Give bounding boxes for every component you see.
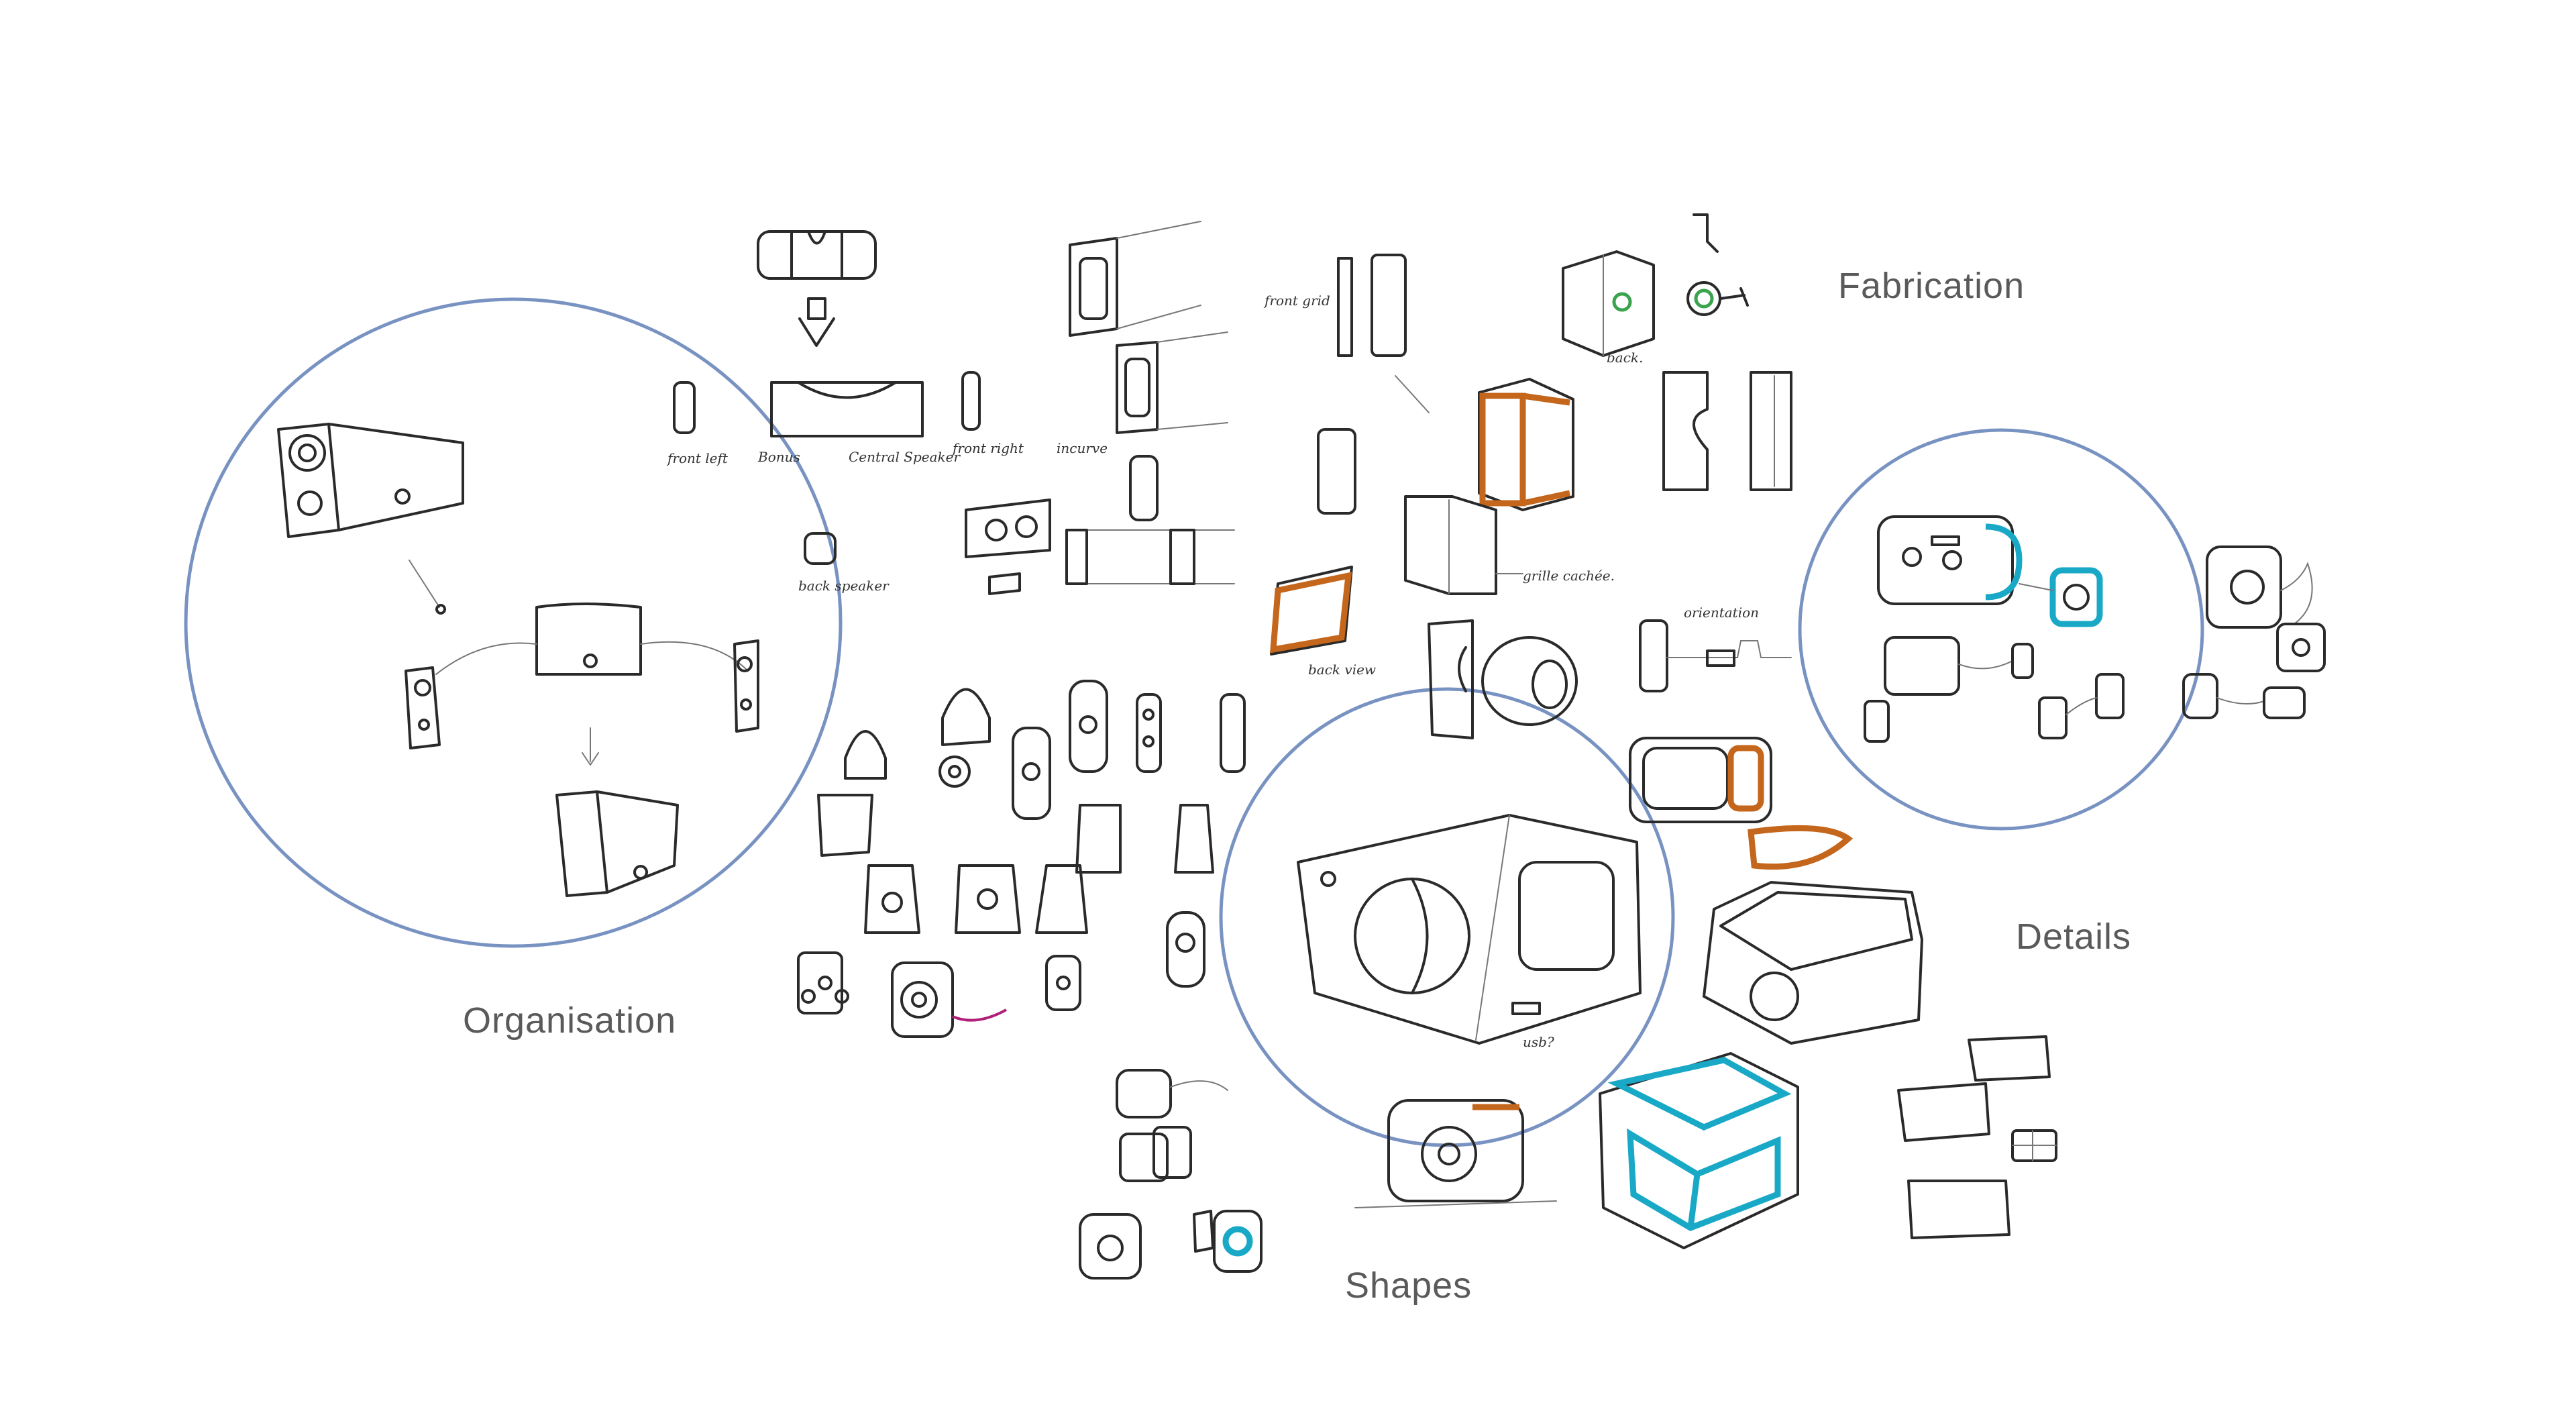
note-orientation: orientation <box>1684 605 1759 621</box>
note-incurve: incurve <box>1057 440 1108 456</box>
note-grille-cachee: grille cachée. <box>1523 568 1615 584</box>
note-central-speaker: Central Speaker <box>849 449 961 465</box>
note-back: back. <box>1607 350 1643 366</box>
organisation-circle <box>184 297 843 948</box>
label-fabrication: Fabrication <box>1838 266 2025 306</box>
note-front-right: front right <box>951 440 1024 456</box>
mid-right-sketches: orientation <box>1428 605 1923 1045</box>
shape-sketches <box>797 680 1246 1038</box>
note-back-speaker: back speaker <box>798 578 890 594</box>
incurve-sketches: incurve <box>965 221 1235 595</box>
label-details: Details <box>2016 917 2132 957</box>
note-front-left: front left <box>666 450 729 466</box>
details-circle <box>1798 428 2204 831</box>
note-bonus: Bonus <box>757 449 800 465</box>
note-usb: usb? <box>1523 1034 1554 1050</box>
details-sketches <box>1864 515 2326 743</box>
shapes-circle <box>1219 687 1675 1147</box>
organisation-sketches <box>277 423 759 897</box>
note-back-view: back view <box>1308 662 1376 678</box>
label-organisation: Organisation <box>463 1000 677 1041</box>
central-speaker-sketches: front left Bonus Central Speaker front r… <box>666 230 1024 594</box>
fabrication-sketches: front grid back. grille cachée. back vie… <box>1263 213 1792 678</box>
bottom-sketches <box>1079 1035 2057 1280</box>
note-front-grid: front grid <box>1263 293 1330 309</box>
shapes-hero-sketch: usb? <box>1297 814 1642 1050</box>
label-shapes: Shapes <box>1345 1265 1472 1306</box>
